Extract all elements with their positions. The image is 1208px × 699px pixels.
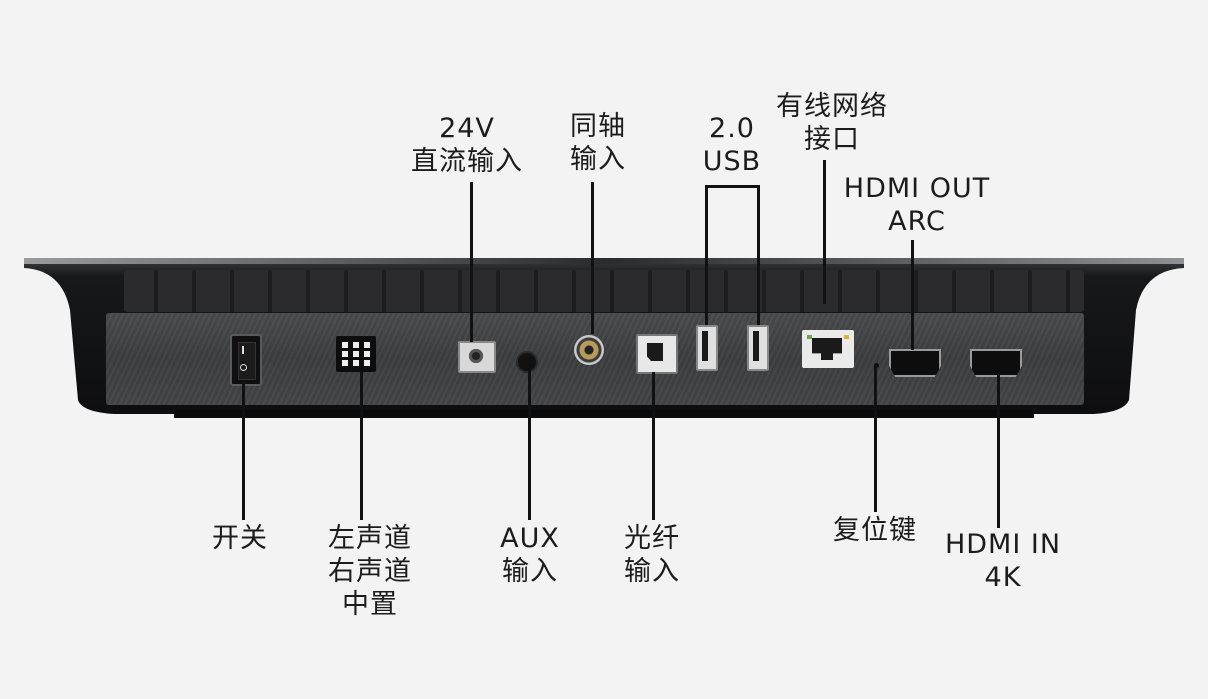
usb-bracket [705, 185, 760, 188]
coaxial-input-label-line2: 输入 [570, 144, 626, 175]
hdmi-out-label-line2: ARC [888, 206, 946, 237]
usb-leader-1 [705, 185, 708, 325]
hdmi-out-leader [911, 240, 914, 350]
power-switch-leader [242, 382, 245, 520]
aux-input-label: AUX 输入 [480, 522, 580, 588]
hdmi-out-label-line1: HDMI OUT [843, 173, 991, 204]
hdmi-in-label: HDMI IN 4K [928, 528, 1078, 594]
coaxial-input-port [574, 335, 604, 365]
reset-key-leader [874, 366, 877, 512]
power-switch-label: 开关 [190, 522, 290, 555]
ethernet-label-line2: 接口 [804, 124, 860, 155]
ethernet-port [802, 330, 854, 368]
device-rear-panel [24, 250, 1184, 420]
coaxial-input-label: 同轴 输入 [548, 110, 648, 176]
vent-strip [124, 270, 1084, 312]
usb-leader-2 [757, 185, 760, 325]
power-switch[interactable] [230, 334, 262, 386]
optical-input-label: 光纤 输入 [602, 522, 702, 588]
dc-input-label: 24V 直流输入 [392, 112, 542, 178]
optical-input-leader [652, 372, 655, 520]
reset-key-label: 复位键 [810, 514, 940, 547]
usb-port-2 [747, 325, 769, 371]
dc-input-port [458, 341, 496, 373]
speaker-channels-leader [360, 372, 363, 520]
coaxial-input-label-line1: 同轴 [570, 111, 626, 142]
usb-label: 2.0 USB [682, 112, 782, 178]
reset-key[interactable] [874, 363, 879, 368]
power-switch-label-line1: 开关 [212, 523, 268, 554]
speaker-channels-label-line3: 中置 [342, 589, 398, 620]
speaker-channels-label-line2: 右声道 [328, 556, 412, 587]
ethernet-label: 有线网络 接口 [752, 90, 912, 156]
hdmi-in-leader [997, 374, 1000, 528]
optical-input-label-line2: 输入 [624, 556, 680, 587]
hdmi-out-port [889, 349, 941, 377]
aux-input-label-line2: 输入 [502, 556, 558, 587]
hdmi-in-label-line1: HDMI IN [944, 529, 1062, 560]
ethernet-label-line1: 有线网络 [776, 91, 888, 122]
aux-input-port [516, 351, 538, 373]
speaker-channel-connector [336, 336, 376, 372]
coaxial-input-leader [591, 182, 594, 334]
reset-key-label-line1: 复位键 [833, 515, 917, 546]
hdmi-in-label-line2: 4K [984, 562, 1022, 593]
dc-input-label-line1: 24V [439, 113, 495, 144]
aux-input-leader [528, 370, 531, 520]
dc-input-leader [470, 182, 473, 342]
optical-input-port [636, 334, 678, 374]
ethernet-leader [823, 160, 826, 304]
dc-input-label-line2: 直流输入 [411, 146, 523, 177]
speaker-channels-label: 左声道 右声道 中置 [300, 522, 440, 621]
optical-input-label-line1: 光纤 [624, 523, 680, 554]
usb-label-line2: USB [702, 146, 762, 177]
hdmi-out-label: HDMI OUT ARC [832, 172, 1002, 238]
aux-input-label-line1: AUX [500, 523, 560, 554]
hdmi-in-port [970, 349, 1022, 377]
usb-port-1 [696, 325, 718, 371]
speaker-channels-label-line1: 左声道 [328, 523, 412, 554]
usb-label-line1: 2.0 [709, 113, 755, 144]
